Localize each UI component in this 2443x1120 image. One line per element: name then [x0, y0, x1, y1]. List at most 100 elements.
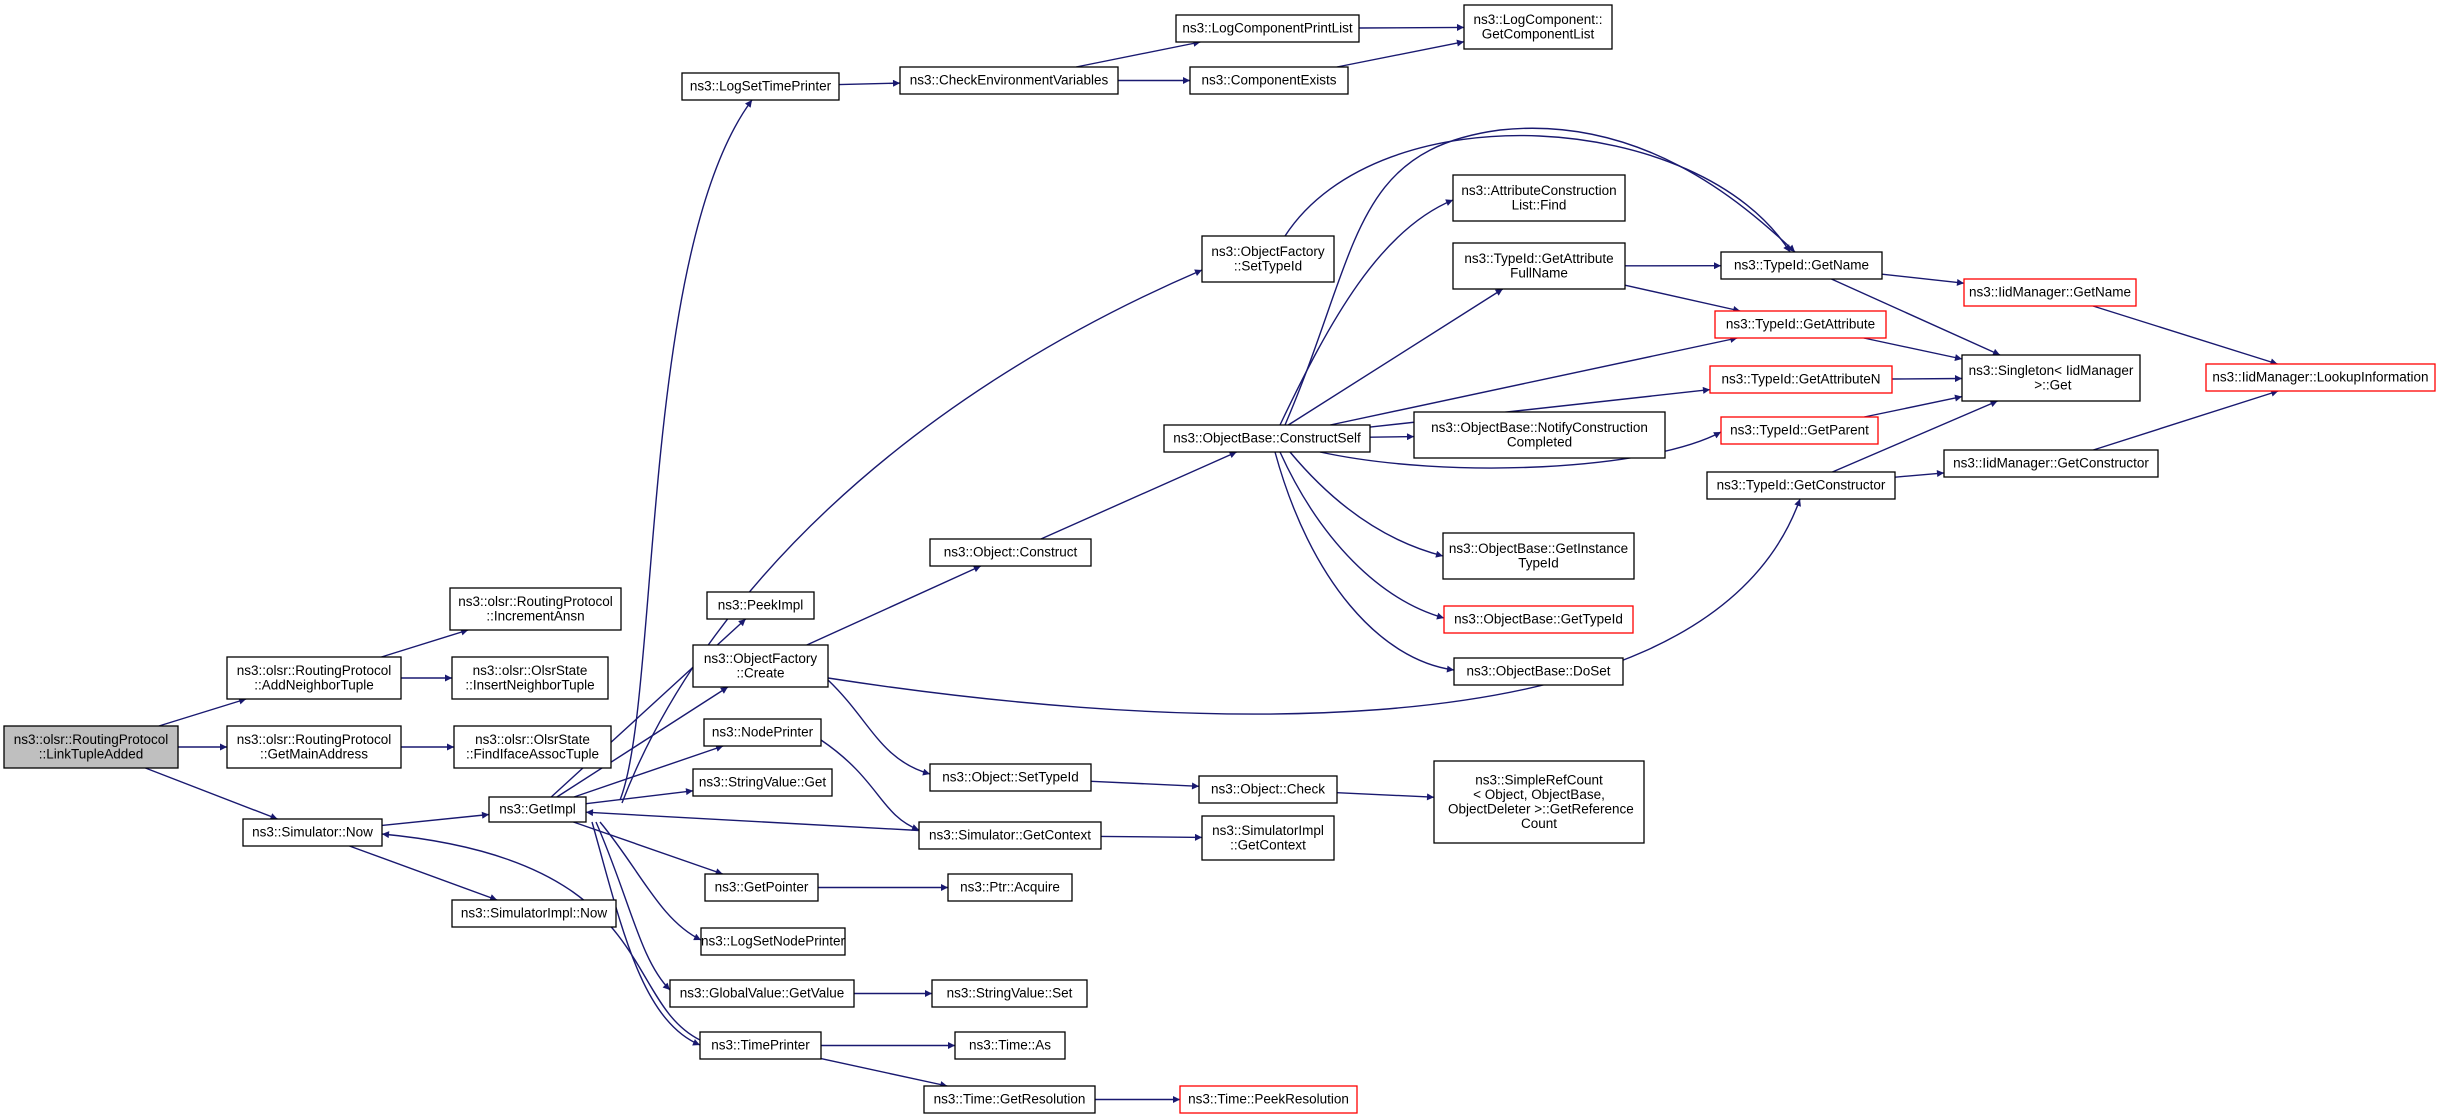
node-simimplnow[interactable]: ns3::SimulatorImpl::Now: [451, 899, 617, 928]
node-label-line: ns3::GlobalValue::GetValue: [680, 986, 845, 1001]
node-timegetres[interactable]: ns3::Time::GetResolution: [923, 1085, 1096, 1114]
node-box: [704, 873, 819, 902]
node-timeas[interactable]: ns3::Time::As: [954, 1031, 1066, 1060]
node-label-line: ns3::TypeId::GetParent: [1730, 423, 1869, 438]
edge-objcheck-to-srcgetref: [1336, 792, 1435, 801]
node-getimpl[interactable]: ns3::GetImpl: [488, 796, 587, 823]
node-label-line: ns3::LogSetTimePrinter: [690, 79, 832, 94]
edge-iidgetname-to-iidlookup: [2092, 305, 2278, 366]
node-label-line: ::Create: [736, 665, 784, 680]
node-label-line: ns3::IidManager::GetName: [1969, 285, 2131, 300]
node-nodeprinter[interactable]: ns3::NodePrinter: [703, 718, 822, 747]
node-root[interactable]: ns3::olsr::RoutingProtocol::LinkTupleAdd…: [3, 725, 179, 769]
node-iidgetname[interactable]: ns3::IidManager::GetName: [1963, 278, 2137, 307]
node-ptracquire[interactable]: ns3::Ptr::Acquire: [947, 873, 1073, 902]
node-tidgetattrn[interactable]: ns3::TypeId::GetAttributeN: [1709, 365, 1893, 394]
node-label-line: ::IncrementAnsn: [486, 608, 584, 623]
node-obnotify[interactable]: ns3::ObjectBase::NotifyConstructionCompl…: [1413, 411, 1666, 459]
node-box: [703, 718, 822, 747]
node-obgettypeid[interactable]: ns3::ObjectBase::GetTypeId: [1443, 605, 1634, 634]
node-label-line: ns3::Object::Construct: [944, 545, 1078, 560]
node-getpointer[interactable]: ns3::GetPointer: [704, 873, 819, 902]
edge-tidgetctor-to-singleton: [1832, 400, 1998, 473]
node-logsettime[interactable]: ns3::LogSetTimePrinter: [681, 72, 840, 101]
node-ofsettypeid[interactable]: ns3::ObjectFactory::SetTypeId: [1201, 235, 1335, 283]
node-logsetnode[interactable]: ns3::LogSetNodePrinter: [700, 927, 846, 956]
node-box: [1198, 775, 1338, 804]
node-label-line: ns3::PeekImpl: [718, 598, 804, 613]
node-srcgetref[interactable]: ns3::SimpleRefCount< Object, ObjectBase,…: [1433, 760, 1645, 844]
node-svset[interactable]: ns3::StringValue::Set: [931, 979, 1088, 1008]
node-objsettypeid[interactable]: ns3::Object::SetTypeId: [929, 763, 1092, 792]
node-box: [1189, 66, 1349, 95]
node-label-line: ns3::olsr::RoutingProtocol: [14, 732, 169, 747]
node-box: [692, 644, 829, 688]
node-loggetlist[interactable]: ns3::LogComponent::GetComponentList: [1463, 4, 1613, 50]
node-iidgetctor[interactable]: ns3::IidManager::GetConstructor: [1943, 449, 2159, 478]
edge-ofsettypeid-to-tidgetname: [1284, 134, 1791, 253]
edge-checkenv-to-logprintlist: [1075, 39, 1201, 68]
node-label-line: ns3::Ptr::Acquire: [960, 880, 1060, 895]
node-getmain[interactable]: ns3::olsr::RoutingProtocol::GetMainAddre…: [226, 725, 402, 769]
node-label-line: List::Find: [1512, 197, 1567, 212]
node-tidgetctor[interactable]: ns3::TypeId::GetConstructor: [1706, 471, 1896, 500]
node-singleton[interactable]: ns3::Singleton< IidManager >::Get: [1961, 354, 2141, 402]
node-label-line: ::FindIfaceAssocTuple: [466, 746, 599, 761]
node-timepeekres[interactable]: ns3::Time::PeekResolution: [1179, 1085, 1358, 1114]
node-simgetctx[interactable]: ns3::Simulator::GetContext: [918, 821, 1102, 850]
node-label-line: FullName: [1510, 265, 1568, 280]
node-obdoset[interactable]: ns3::ObjectBase::DoSet: [1453, 657, 1624, 686]
node-gvgetvalue[interactable]: ns3::GlobalValue::GetValue: [669, 979, 855, 1008]
node-iidlookup[interactable]: ns3::IidManager::LookupInformation: [2205, 363, 2436, 392]
node-box: [242, 818, 383, 847]
node-box: [1413, 411, 1666, 459]
edge-iidgetctor-to-iidlookup: [2093, 389, 2279, 451]
node-peekimpl[interactable]: ns3::PeekImpl: [706, 591, 815, 620]
node-label-line: ns3::GetPointer: [715, 880, 809, 895]
node-simnow[interactable]: ns3::Simulator::Now: [242, 818, 383, 847]
node-box: [2205, 363, 2436, 392]
edge-objconstruct-to-obconstructself: [1040, 451, 1237, 540]
node-svget[interactable]: ns3::StringValue::Get: [692, 768, 833, 797]
node-incansn[interactable]: ns3::olsr::RoutingProtocol::IncrementAns…: [449, 587, 622, 631]
node-tidgetname[interactable]: ns3::TypeId::GetName: [1720, 251, 1883, 280]
node-insnb[interactable]: ns3::olsr::OlsrState::InsertNeighborTupl…: [451, 656, 609, 700]
node-objcheck[interactable]: ns3::Object::Check: [1198, 775, 1338, 804]
node-ofcreate[interactable]: ns3::ObjectFactory::Create: [692, 644, 829, 688]
edge-obconstructself-to-tidgetparent: [1319, 431, 1722, 469]
node-timeprinter[interactable]: ns3::TimePrinter: [699, 1031, 822, 1060]
node-label-line: ns3::ObjectBase::DoSet: [1466, 664, 1610, 679]
edge-timeprinter-to-timegetres: [820, 1057, 948, 1088]
node-box: [488, 796, 587, 823]
node-label-line: ns3::Simulator::GetContext: [929, 828, 1091, 843]
edge-obconstructself-to-obgetinst: [1289, 451, 1444, 558]
node-tidgetattr[interactable]: ns3::TypeId::GetAttribute: [1714, 310, 1887, 339]
node-label-line: ns3::TypeId::GetAttribute: [1464, 251, 1613, 266]
node-tidgetparent[interactable]: ns3::TypeId::GetParent: [1720, 416, 1879, 445]
node-objconstruct[interactable]: ns3::Object::Construct: [929, 538, 1092, 567]
edge-getimpl-to-getpointer: [573, 821, 723, 876]
node-compexists[interactable]: ns3::ComponentExists: [1189, 66, 1349, 95]
node-label-line: ns3::TimePrinter: [711, 1038, 810, 1053]
node-logprintlist[interactable]: ns3::LogComponentPrintList: [1175, 14, 1360, 43]
node-checkenv[interactable]: ns3::CheckEnvironmentVariables: [899, 66, 1119, 95]
node-obconstructself[interactable]: ns3::ObjectBase::ConstructSelf: [1163, 424, 1371, 453]
node-box: [1943, 449, 2159, 478]
node-box: [1963, 278, 2137, 307]
node-box: [1452, 242, 1626, 290]
node-label-line: ns3::olsr::RoutingProtocol: [458, 594, 613, 609]
node-label-line: ns3::olsr::RoutingProtocol: [237, 732, 392, 747]
edge-obconstructself-to-tidgetattr: [1330, 336, 1738, 426]
edge-obconstructself-to-obgettypeid: [1279, 451, 1445, 620]
node-label-line: ::LinkTupleAdded: [39, 746, 144, 761]
node-label-line: ns3::ObjectBase::GetInstance: [1449, 541, 1628, 556]
node-simimplgetctx[interactable]: ns3::SimulatorImpl::GetContext: [1201, 815, 1335, 861]
node-addnb[interactable]: ns3::olsr::RoutingProtocol::AddNeighborT…: [226, 656, 402, 700]
node-findiface[interactable]: ns3::olsr::OlsrState::FindIfaceAssocTupl…: [453, 725, 612, 769]
edge-root-to-addnb: [158, 697, 247, 727]
node-box: [918, 821, 1102, 850]
node-label-line: ns3::ComponentExists: [1201, 73, 1336, 88]
